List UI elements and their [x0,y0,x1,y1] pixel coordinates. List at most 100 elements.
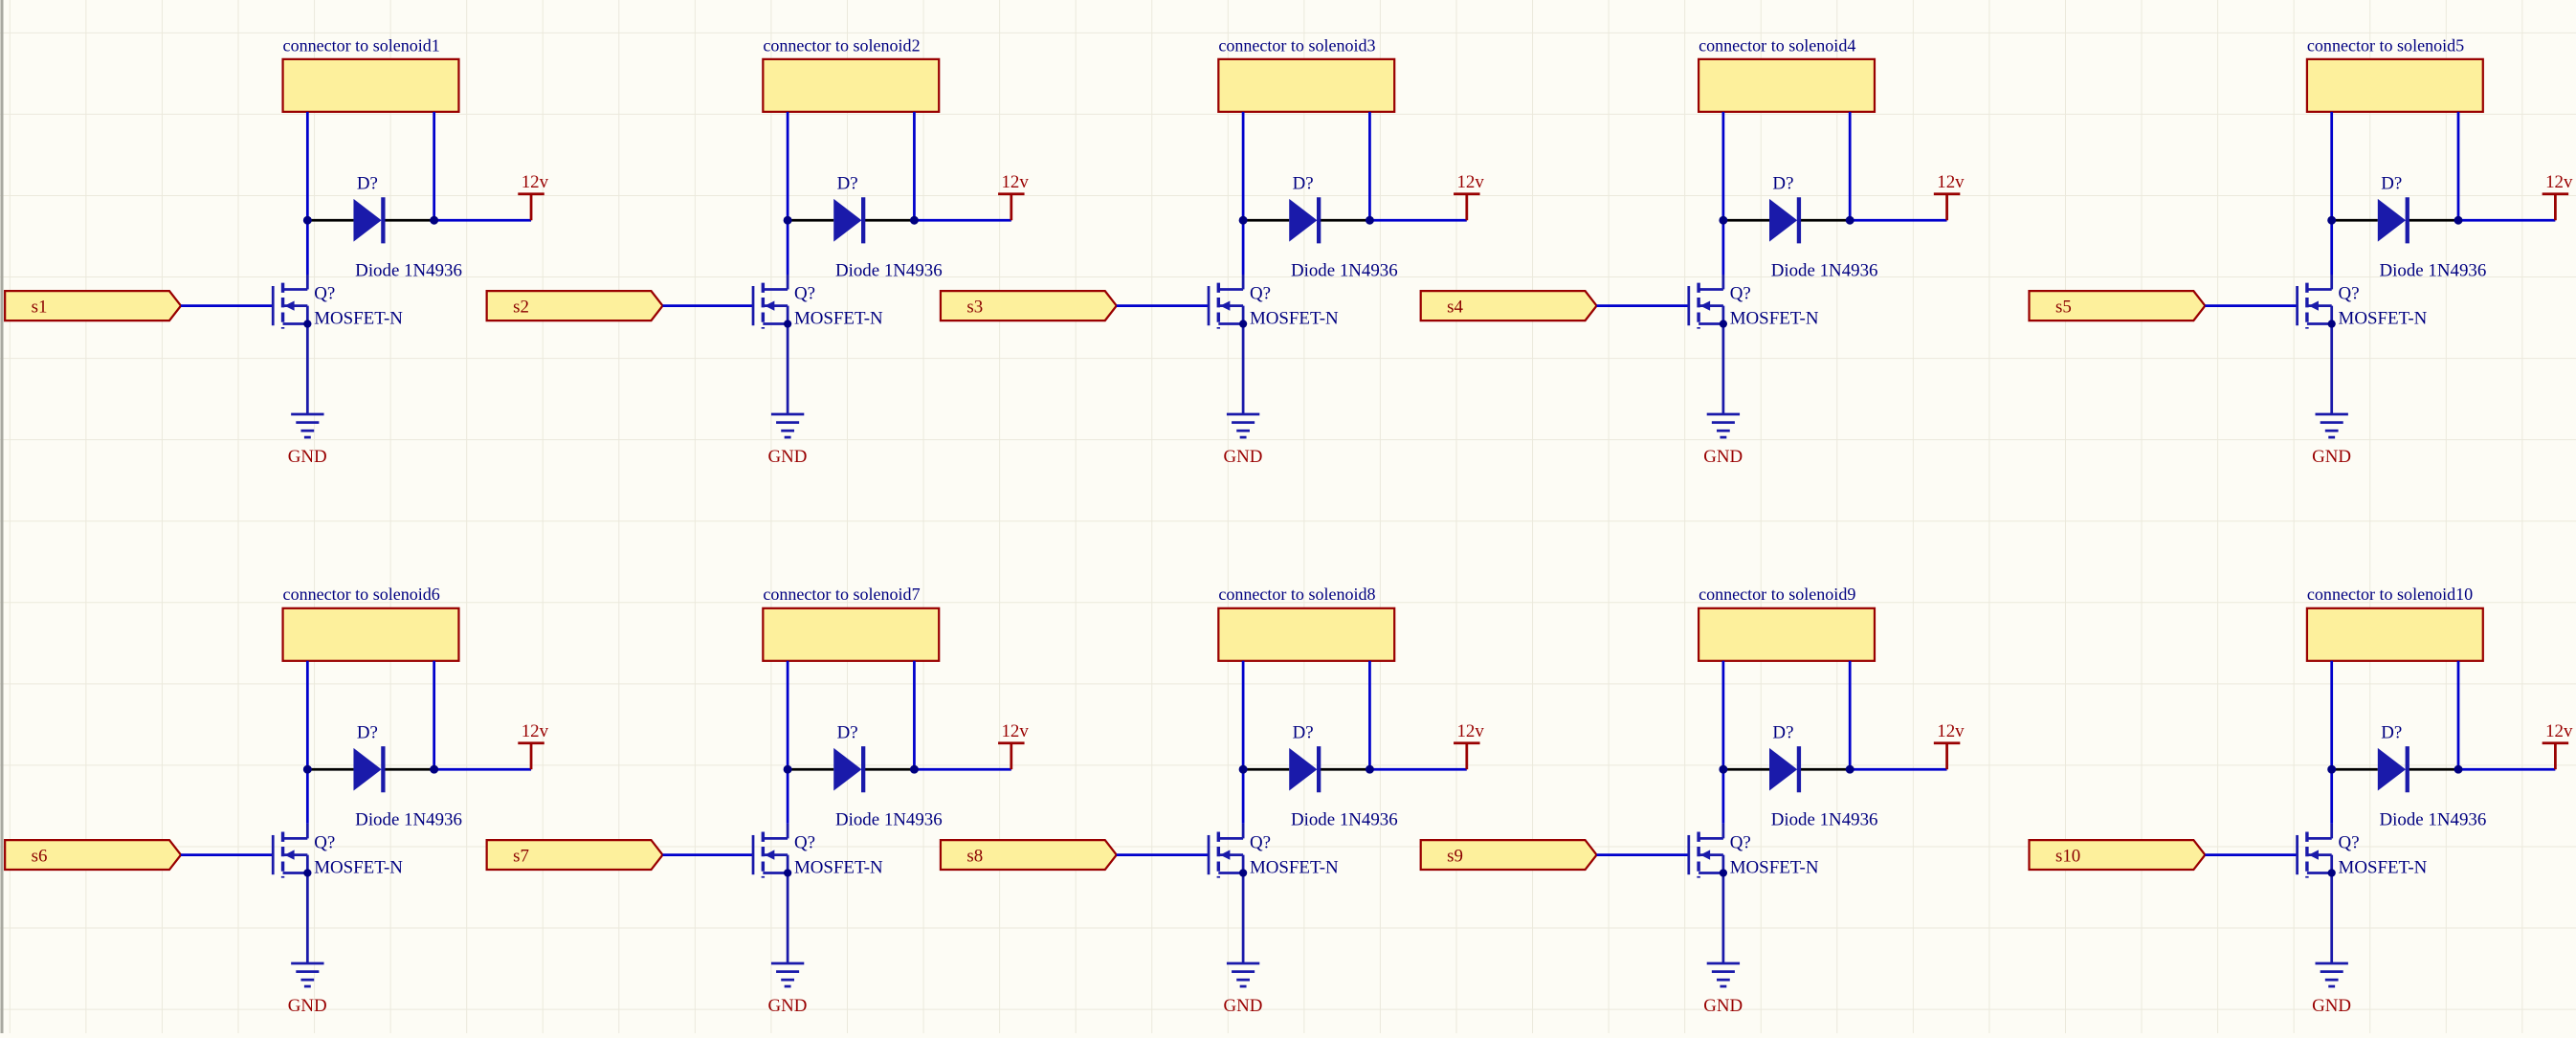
net-port-label: s9 [1447,846,1463,866]
diode-value: Diode 1N4936 [2380,261,2487,281]
junction-dot [303,320,312,328]
mosfet-arrow [284,850,295,860]
mosfet-value: MOSFET-N [1730,857,1819,877]
mosfet-designator: Q? [1250,284,1271,304]
diode-designator: D? [837,174,858,194]
mosfet-value: MOSFET-N [1730,309,1819,329]
mosfet-designator: Q? [314,833,335,853]
diode-symbol[interactable] [1768,747,1798,791]
mosfet-arrow [1699,850,1711,860]
mosfet-designator: Q? [1250,833,1271,853]
net-port[interactable] [1419,290,1598,322]
solenoid-connector[interactable] [1697,57,1876,113]
diode-designator: D? [357,723,378,743]
net-port[interactable] [2028,838,2207,872]
solenoid-connector[interactable] [2305,607,2484,662]
power-port-label: 12v [1457,721,1485,741]
solenoid-connector[interactable] [762,607,941,662]
solenoid-connector[interactable] [281,607,460,662]
connector-label: connector to solenoid4 [1699,35,1855,55]
diode-symbol[interactable] [833,198,862,242]
junction-dot [1238,764,1248,774]
net-port[interactable] [2028,290,2207,322]
solenoid-connector[interactable] [1217,607,1396,662]
diode-value: Diode 1N4936 [1291,810,1398,830]
junction-dot [783,320,792,328]
diode-value: Diode 1N4936 [1771,261,1878,281]
mosfet-arrow [765,850,775,860]
junction-dot [909,764,919,774]
junction-dot [430,215,439,225]
mosfet-value: MOSFET-N [794,309,883,329]
net-port[interactable] [4,290,183,322]
diode-designator: D? [837,723,858,743]
junction-dot [303,869,312,877]
mosfet-value: MOSFET-N [2339,309,2428,329]
junction-dot [430,764,439,774]
diode-symbol[interactable] [1289,198,1318,242]
ground-label: GND [1703,447,1743,467]
connector-label: connector to solenoid3 [1218,35,1375,55]
mosfet-designator: Q? [2339,833,2360,853]
junction-dot [302,215,312,225]
power-port-label: 12v [522,172,549,192]
diode-designator: D? [2381,174,2402,194]
mosfet-designator: Q? [1730,284,1751,304]
net-port[interactable] [939,838,1119,872]
net-port[interactable] [1419,838,1598,872]
mosfet-designator: Q? [794,833,815,853]
connector-label: connector to solenoid2 [763,35,920,55]
diode-symbol[interactable] [353,198,382,242]
net-port[interactable] [939,290,1119,322]
power-port-label: 12v [522,721,549,741]
junction-dot [2454,764,2463,774]
ground-label: GND [2312,447,2351,467]
solenoid-connector[interactable] [281,57,460,113]
junction-dot [909,215,919,225]
diode-symbol[interactable] [2377,198,2407,242]
junction-dot [783,869,792,877]
diode-symbol[interactable] [353,747,382,791]
net-port-label: s5 [2055,297,2072,317]
mosfet-value: MOSFET-N [794,857,883,877]
net-port-label: s8 [966,846,983,866]
connector-label: connector to solenoid5 [2307,35,2464,55]
diode-designator: D? [357,174,378,194]
net-port[interactable] [4,838,183,872]
diode-symbol[interactable] [1289,747,1318,791]
diode-symbol[interactable] [1768,198,1798,242]
junction-dot [2327,215,2337,225]
connector-label: connector to solenoid1 [283,35,440,55]
net-port[interactable] [485,290,664,322]
net-port-label: s7 [513,846,529,866]
solenoid-connector[interactable] [1217,57,1396,113]
power-port-label: 12v [1937,721,1965,741]
mosfet-designator: Q? [314,284,335,304]
diode-symbol[interactable] [833,747,862,791]
net-port[interactable] [485,838,664,872]
ground-label: GND [767,447,807,467]
diode-symbol[interactable] [2377,747,2407,791]
ground-label: GND [1223,996,1262,1016]
junction-dot [1238,869,1248,877]
solenoid-connector[interactable] [762,57,941,113]
diode-value: Diode 1N4936 [1771,810,1878,830]
diode-value: Diode 1N4936 [1291,261,1398,281]
solenoid-connector[interactable] [1697,607,1876,662]
mosfet-arrow [2308,300,2319,311]
ground-label: GND [1703,996,1743,1016]
mosfet-value: MOSFET-N [314,857,403,877]
junction-dot [2327,764,2337,774]
junction-dot [1238,320,1248,328]
solenoid-connector[interactable] [2305,57,2484,113]
net-port-label: s1 [32,297,48,317]
connector-label: connector to solenoid7 [763,585,920,604]
net-port-label: s4 [1447,297,1463,317]
junction-dot [2454,215,2463,225]
